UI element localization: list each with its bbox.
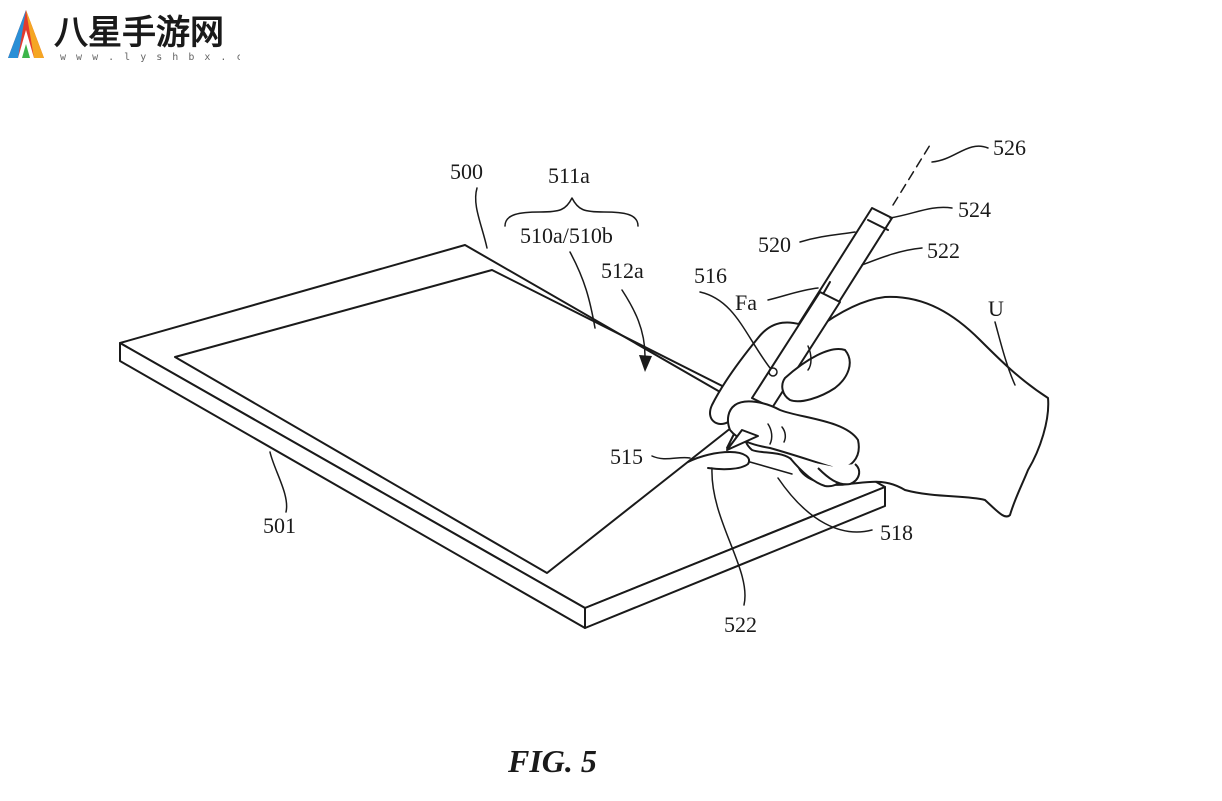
user-hand — [709, 291, 1050, 518]
leader-515 — [651, 455, 691, 460]
crease-3 — [807, 345, 812, 371]
leader-fa — [767, 287, 819, 301]
label-515: 515 — [610, 444, 643, 469]
tablet-right-edge — [584, 486, 886, 629]
label-u: U — [988, 296, 1004, 321]
label-522-top: 522 — [927, 238, 960, 263]
crease-1 — [767, 423, 773, 445]
watermark-url: w w w . l y s h b x . c o m — [60, 52, 240, 63]
brace-511a — [504, 197, 639, 227]
label-501: 501 — [263, 513, 296, 538]
label-510: 510a/510b — [520, 223, 613, 248]
label-500: 500 — [450, 159, 483, 184]
reference-labels: 500 501 511a 510a/510b 512a 516 Fa 520 5… — [263, 135, 1026, 637]
writing-stroke — [687, 451, 750, 471]
leader-lines — [269, 145, 1016, 606]
label-520: 520 — [758, 232, 791, 257]
leader-u — [994, 321, 1016, 386]
label-511a: 511a — [548, 163, 590, 188]
label-516: 516 — [694, 263, 727, 288]
leader-522-bottom — [711, 467, 746, 606]
label-512a: 512a — [601, 258, 644, 283]
index-finger — [781, 348, 851, 403]
leader-518 — [777, 477, 873, 533]
leader-512a — [621, 289, 646, 357]
leader-524 — [889, 206, 953, 219]
leader-501 — [269, 451, 288, 513]
crease-2 — [781, 426, 787, 443]
label-526: 526 — [993, 135, 1026, 160]
leader-522-top — [861, 247, 923, 266]
tablet-device — [119, 244, 886, 629]
leader-526 — [931, 145, 989, 163]
stylus-axis-line — [892, 144, 931, 206]
contact-line — [749, 461, 793, 475]
leader-500 — [475, 187, 488, 249]
figure-caption: FIG. 5 — [507, 743, 597, 779]
curled-finger-2 — [817, 463, 861, 486]
arrow-512a — [639, 355, 652, 372]
stylus-sensor-dot-front — [768, 367, 778, 377]
site-watermark: 八星手游网 w w w . l y s h b x . c o m — [8, 10, 240, 63]
label-fa: Fa — [735, 290, 757, 315]
stylus-tip-front — [726, 429, 759, 451]
leader-520 — [799, 231, 856, 243]
label-522-bottom: 522 — [724, 612, 757, 637]
leader-510 — [569, 251, 596, 329]
label-518: 518 — [880, 520, 913, 545]
label-524: 524 — [958, 197, 991, 222]
leader-516 — [699, 291, 771, 369]
watermark-text: 八星手游网 — [54, 13, 224, 53]
watermark-logo-icon — [8, 10, 44, 58]
stylus-cap-line — [867, 219, 889, 231]
